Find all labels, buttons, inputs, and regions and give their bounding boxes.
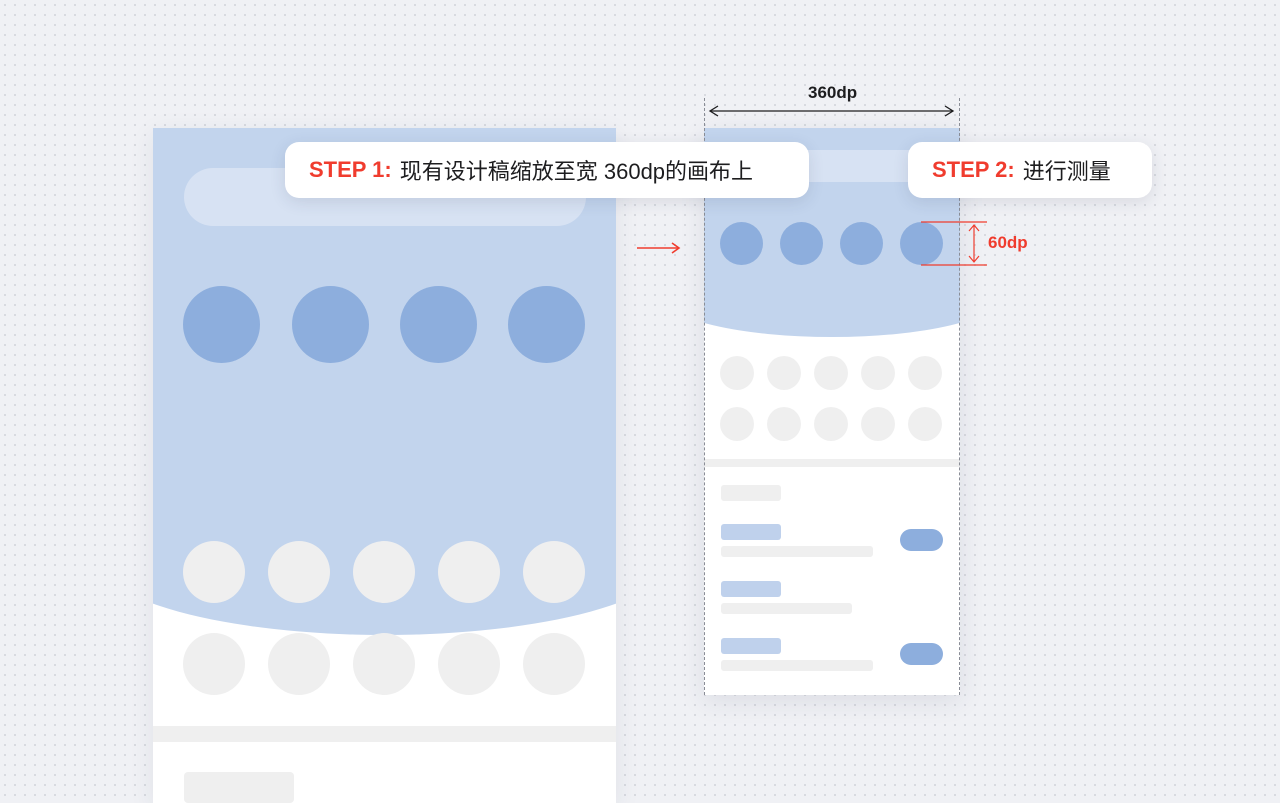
section-divider <box>704 459 960 467</box>
section-title-placeholder <box>184 772 294 803</box>
width-dimension-arrow <box>708 105 955 117</box>
large-icon-placeholder <box>780 222 823 265</box>
list-item-subtitle-placeholder <box>721 546 873 557</box>
grid-icon-placeholder <box>183 633 245 695</box>
grid-icon-placeholder <box>908 407 942 441</box>
section-divider <box>153 726 616 742</box>
step2-callout: STEP 2: 进行测量 <box>908 142 1152 198</box>
original-design-mockup <box>153 128 616 803</box>
step2-label: STEP 2: <box>932 157 1015 182</box>
list-item-subtitle-placeholder <box>721 660 873 671</box>
large-icon-placeholder <box>183 286 260 363</box>
step1-callout: STEP 1: 现有设计稿缩放至宽 360dp的画布上 <box>285 142 809 198</box>
grid-icon-placeholder <box>767 407 801 441</box>
grid-icon-placeholder <box>268 541 330 603</box>
list-item-button-placeholder <box>900 643 943 665</box>
grid-icon-placeholder <box>523 541 585 603</box>
grid-icon-placeholder <box>861 407 895 441</box>
grid-icon-placeholder <box>814 356 848 390</box>
grid-icon-placeholder <box>720 407 754 441</box>
large-icon-placeholder <box>840 222 883 265</box>
right-arrow-icon <box>637 242 681 254</box>
grid-icon-placeholder <box>268 633 330 695</box>
grid-icon-placeholder <box>767 356 801 390</box>
list-item-title-placeholder <box>721 638 781 654</box>
height-dimension-label: 60dp <box>988 233 1028 252</box>
grid-icon-placeholder <box>438 633 500 695</box>
large-icon-placeholder <box>508 286 585 363</box>
grid-icon-placeholder <box>523 633 585 695</box>
grid-icon-placeholder <box>438 541 500 603</box>
scaled-design-mockup <box>704 128 960 695</box>
width-dimension-label: 360dp <box>808 83 858 102</box>
section-title-placeholder <box>721 485 781 501</box>
left-boundary-line <box>704 98 705 695</box>
step1-text: 现有设计稿缩放至宽 360dp的画布上 <box>399 159 754 184</box>
grid-icon-placeholder <box>908 356 942 390</box>
list-item-title-placeholder <box>721 581 781 597</box>
grid-icon-placeholder <box>353 541 415 603</box>
large-icon-placeholder <box>292 286 369 363</box>
step1-label: STEP 1: <box>309 157 392 182</box>
list-item-title-placeholder <box>721 524 781 540</box>
right-boundary-line <box>959 98 960 695</box>
height-dimension-marker <box>921 221 987 266</box>
list-item-subtitle-placeholder <box>721 603 852 614</box>
large-icon-placeholder <box>900 222 943 265</box>
large-icon-placeholder <box>720 222 763 265</box>
step2-text: 进行测量 <box>1022 159 1111 184</box>
grid-icon-placeholder <box>814 407 848 441</box>
grid-icon-placeholder <box>183 541 245 603</box>
grid-icon-placeholder <box>353 633 415 695</box>
large-icon-placeholder <box>400 286 477 363</box>
grid-icon-placeholder <box>720 356 754 390</box>
grid-icon-placeholder <box>861 356 895 390</box>
list-item-button-placeholder <box>900 529 943 551</box>
